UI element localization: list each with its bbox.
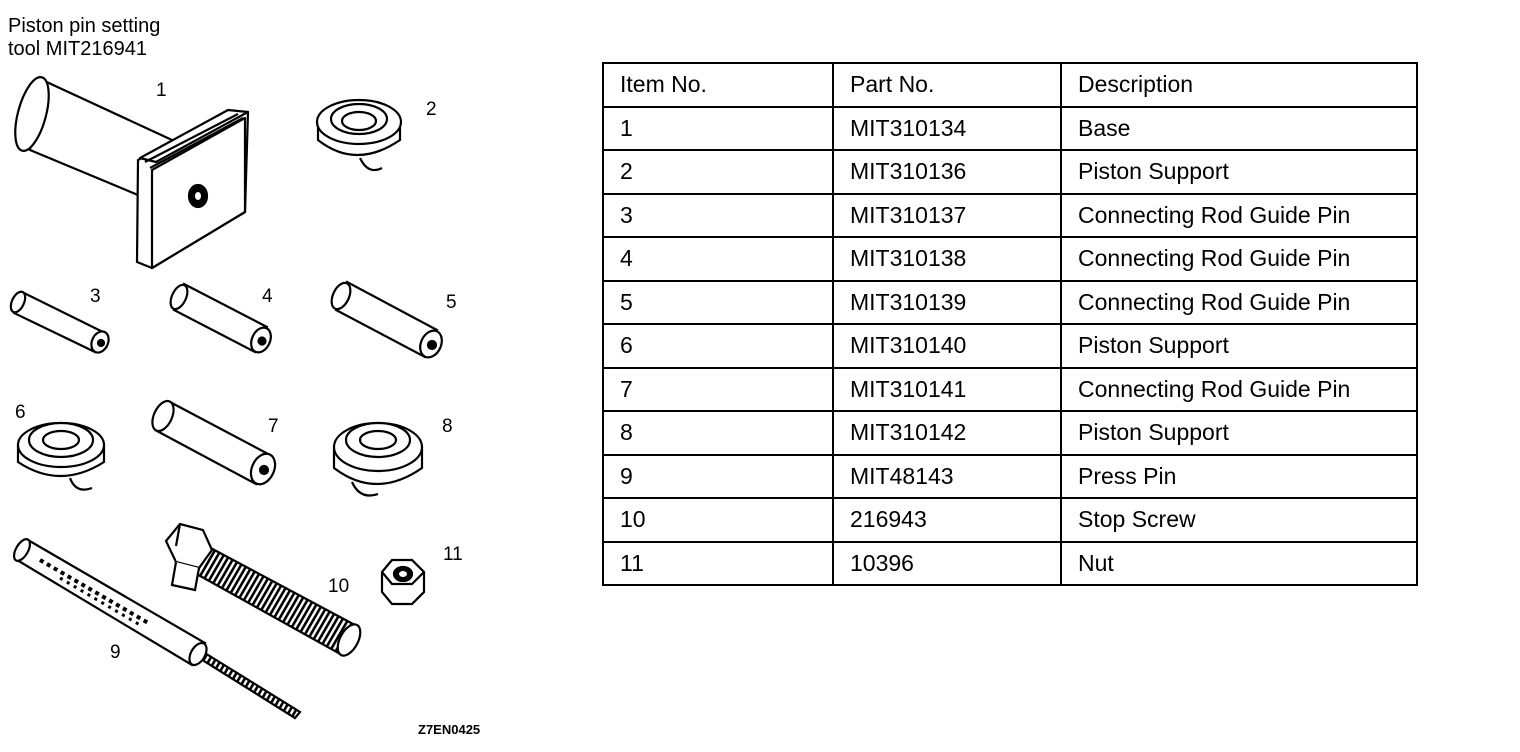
part-no-cell: MIT310141 [832, 366, 1062, 412]
piston-support-2-drawing [315, 98, 403, 172]
table-row: 5 MIT310139 Connecting Rod Guide Pin [602, 279, 1418, 325]
description-cell: Piston Support [1060, 149, 1418, 195]
description-cell: Base [1060, 105, 1418, 151]
callout-2: 2 [426, 99, 437, 120]
description-cell: Press Pin [1060, 453, 1418, 499]
callout-8: 8 [442, 416, 453, 437]
item-no-cell: 10 [602, 497, 834, 543]
description-cell: Connecting Rod Guide Pin [1060, 192, 1418, 238]
guide-pin-5-drawing [330, 280, 443, 359]
description-cell: Nut [1060, 540, 1418, 586]
header-item-no: Item No. [602, 62, 834, 108]
nut-drawing [380, 558, 426, 606]
tool-title-line1: Piston pin setting [8, 15, 160, 37]
table-row: 9 MIT48143 Press Pin [602, 453, 1418, 499]
description-cell: Connecting Rod Guide Pin [1060, 279, 1418, 325]
description-cell: Piston Support [1060, 410, 1418, 456]
callout-5: 5 [446, 292, 457, 313]
part-no-cell: MIT310138 [832, 236, 1062, 282]
callout-9: 9 [110, 642, 121, 663]
item-no-cell: 8 [602, 410, 834, 456]
table-row: 3 MIT310137 Connecting Rod Guide Pin [602, 192, 1418, 238]
part-no-cell: MIT310134 [832, 105, 1062, 151]
table-row: 6 MIT310140 Piston Support [602, 323, 1418, 369]
guide-pin-7-drawing [151, 399, 277, 486]
guide-pin-3-drawing [9, 290, 110, 354]
press-pin-drawing [12, 538, 302, 720]
part-no-cell: MIT310139 [832, 279, 1062, 325]
item-no-cell: 7 [602, 366, 834, 412]
piston-support-8-drawing [332, 421, 424, 497]
item-no-cell: 9 [602, 453, 834, 499]
item-no-cell: 3 [602, 192, 834, 238]
callout-3: 3 [90, 286, 101, 307]
guide-pin-4-drawing [169, 282, 272, 354]
base-part-drawing [14, 76, 250, 270]
callout-6: 6 [15, 402, 26, 423]
table-row: 10 216943 Stop Screw [602, 497, 1418, 543]
parts-table: Item No. Part No. Description 1 MIT31013… [602, 62, 1418, 586]
header-description: Description [1060, 62, 1418, 108]
part-no-cell: MIT48143 [832, 453, 1062, 499]
description-cell: Connecting Rod Guide Pin [1060, 236, 1418, 282]
figure-code: Z7EN0425 [418, 722, 480, 737]
callout-7: 7 [268, 416, 279, 437]
part-no-cell: MIT310136 [832, 149, 1062, 195]
table-row: 1 MIT310134 Base [602, 105, 1418, 151]
item-no-cell: 5 [602, 279, 834, 325]
part-no-cell: MIT310140 [832, 323, 1062, 369]
piston-support-6-drawing [16, 421, 106, 491]
item-no-cell: 4 [602, 236, 834, 282]
part-no-cell: 10396 [832, 540, 1062, 586]
table-row: 2 MIT310136 Piston Support [602, 149, 1418, 195]
callout-10: 10 [328, 576, 349, 597]
description-cell: Stop Screw [1060, 497, 1418, 543]
stop-screw-drawing [164, 522, 362, 657]
callout-4: 4 [262, 286, 273, 307]
header-part-no: Part No. [832, 62, 1062, 108]
callout-1: 1 [156, 80, 167, 101]
tool-title-line2: tool MIT216941 [8, 38, 147, 60]
part-no-cell: MIT310142 [832, 410, 1062, 456]
part-no-cell: MIT310137 [832, 192, 1062, 238]
item-no-cell: 2 [602, 149, 834, 195]
table-row: 4 MIT310138 Connecting Rod Guide Pin [602, 236, 1418, 282]
description-cell: Connecting Rod Guide Pin [1060, 366, 1418, 412]
tool-illustration: Piston pin setting tool MIT216941 [8, 15, 480, 737]
table-row: 7 MIT310141 Connecting Rod Guide Pin [602, 366, 1418, 412]
table-header-row: Item No. Part No. Description [602, 62, 1418, 108]
table-row: 8 MIT310142 Piston Support [602, 410, 1418, 456]
item-no-cell: 1 [602, 105, 834, 151]
callout-11: 11 [443, 544, 463, 565]
item-no-cell: 6 [602, 323, 834, 369]
item-no-cell: 11 [602, 540, 834, 586]
description-cell: Piston Support [1060, 323, 1418, 369]
part-no-cell: 216943 [832, 497, 1062, 543]
table-row: 11 10396 Nut [602, 540, 1418, 586]
